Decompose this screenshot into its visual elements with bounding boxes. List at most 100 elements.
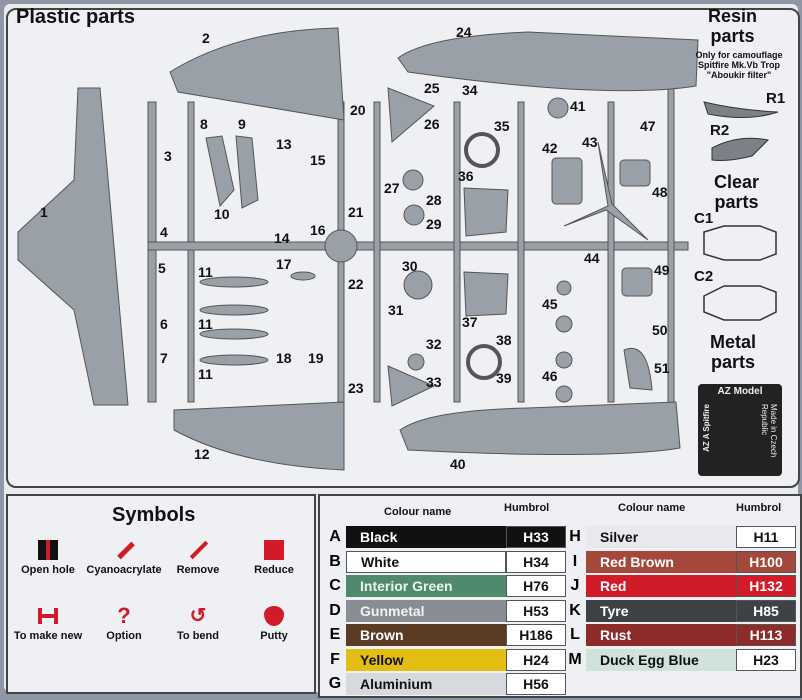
part-r1 bbox=[703, 101, 779, 119]
question-icon: ? bbox=[117, 603, 131, 628]
part-number: 23 bbox=[348, 380, 364, 396]
part-number: 2 bbox=[202, 30, 210, 46]
colour-name: Tyre bbox=[586, 599, 736, 622]
part-number: 38 bbox=[496, 332, 512, 348]
humbrol-code: H100 bbox=[736, 550, 796, 573]
humbrol-code: H113 bbox=[736, 624, 796, 646]
part-number: 25 bbox=[424, 80, 440, 96]
colour-name: Duck Egg Blue bbox=[586, 648, 736, 671]
part-9 bbox=[235, 135, 259, 209]
part-11 bbox=[199, 304, 269, 316]
part-number: 14 bbox=[274, 230, 290, 246]
part-37 bbox=[463, 271, 509, 317]
symbol-option: ? Option bbox=[106, 603, 142, 643]
part-number: 37 bbox=[462, 314, 478, 330]
part-36 bbox=[463, 187, 509, 237]
part-46-wheel bbox=[555, 351, 573, 369]
colour-name: Silver bbox=[586, 526, 736, 548]
part-number: 32 bbox=[426, 336, 442, 352]
part-number: 45 bbox=[542, 296, 558, 312]
part-number: 24 bbox=[456, 24, 472, 40]
humbrol-code: H56 bbox=[506, 673, 566, 695]
part-number: 11 bbox=[198, 366, 213, 382]
part-33 bbox=[387, 365, 436, 407]
clear-part-label: C1 bbox=[694, 210, 714, 227]
part-number: 42 bbox=[542, 140, 558, 156]
part-number: 27 bbox=[384, 180, 400, 196]
part-number: 21 bbox=[348, 204, 364, 220]
bend-arrow-icon: ↺ bbox=[189, 605, 207, 627]
part-number: 22 bbox=[348, 276, 364, 292]
part-number: 20 bbox=[350, 102, 366, 118]
part-number: 3 bbox=[164, 148, 172, 164]
part-number: 15 bbox=[310, 152, 326, 168]
part-number: 46 bbox=[542, 368, 558, 384]
part-number: 36 bbox=[458, 168, 474, 184]
humbrol-header: Humbrol bbox=[736, 502, 782, 514]
part-number: 41 bbox=[570, 98, 586, 114]
part-46-wheel bbox=[555, 385, 573, 403]
sprue-frame bbox=[453, 101, 461, 403]
part-number: 16 bbox=[310, 222, 326, 238]
make-new-icon bbox=[38, 606, 58, 626]
symbol-to-bend: ↺ To bend bbox=[177, 605, 219, 642]
part-48 bbox=[619, 159, 651, 187]
part-43-propeller bbox=[563, 141, 649, 241]
symbols-heading: Symbols bbox=[112, 504, 196, 526]
sprue-frame bbox=[517, 101, 525, 403]
part-number: 39 bbox=[496, 370, 512, 386]
humbrol-code: H186 bbox=[506, 624, 566, 646]
colour-letter: G bbox=[328, 675, 342, 692]
humbrol-code: H11 bbox=[736, 526, 796, 548]
sprue-frame bbox=[373, 101, 381, 403]
glue-brush-icon bbox=[114, 540, 135, 560]
humbrol-code: H85 bbox=[736, 599, 796, 622]
symbol-reduce: Reduce bbox=[234, 540, 314, 576]
part-51 bbox=[623, 348, 653, 391]
drill-icon bbox=[38, 540, 58, 560]
part-number: 35 bbox=[494, 118, 510, 134]
part-number: 51 bbox=[654, 360, 670, 376]
colour-name: Red bbox=[586, 575, 736, 597]
colour-name: Brown bbox=[346, 624, 506, 646]
colour-name: Aluminium bbox=[346, 673, 506, 695]
colour-name: Black bbox=[346, 526, 506, 548]
file-icon bbox=[264, 540, 284, 560]
humbrol-code: H24 bbox=[506, 648, 566, 671]
part-number: 44 bbox=[584, 250, 600, 266]
symbol-to-make-new: To make new bbox=[8, 606, 88, 642]
colour-letter: C bbox=[329, 577, 341, 594]
colour-letter: L bbox=[570, 626, 580, 643]
part-number: 49 bbox=[654, 262, 670, 278]
colour-letter: A bbox=[329, 528, 341, 545]
colour-letter: M bbox=[568, 650, 582, 668]
colour-letter: B bbox=[329, 552, 341, 570]
colour-letter: E bbox=[329, 626, 341, 643]
part-number: 18 bbox=[276, 350, 292, 366]
humbrol-code: H23 bbox=[736, 648, 796, 671]
part-42 bbox=[551, 157, 583, 205]
knife-icon bbox=[188, 540, 209, 560]
resin-parts-heading: Resin parts bbox=[708, 6, 758, 46]
part-number: 11 bbox=[198, 316, 213, 332]
colour-name: Gunmetal bbox=[346, 599, 506, 622]
part-number: 50 bbox=[652, 322, 668, 338]
colour-name-header: Colour name bbox=[384, 506, 452, 518]
part-c1 bbox=[703, 225, 777, 261]
humbrol-code: H132 bbox=[736, 575, 796, 597]
part-number: 1 bbox=[40, 204, 48, 220]
sprue-frame-mid bbox=[147, 241, 689, 251]
clear-parts-heading: Clear parts bbox=[714, 172, 760, 212]
part-number: 33 bbox=[426, 374, 442, 390]
part-44-wheel bbox=[556, 280, 572, 296]
colour-letter: H bbox=[569, 528, 581, 545]
part-38 bbox=[466, 344, 502, 380]
